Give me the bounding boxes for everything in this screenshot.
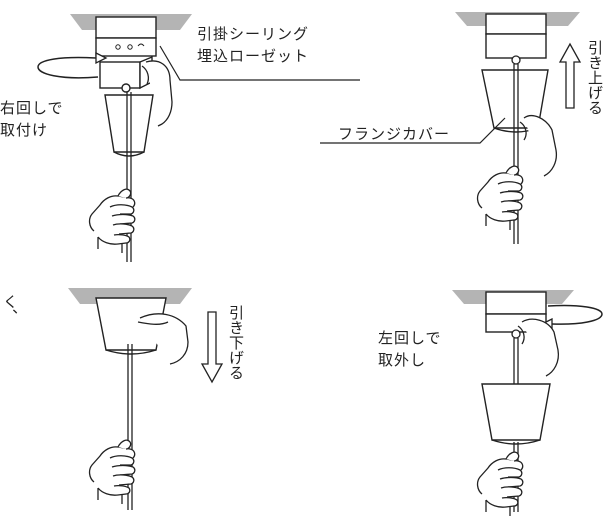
pull-up-label: 引き上げる [586,40,604,115]
panel-install-rosette [37,14,360,262]
upper-hand-icon [141,60,173,127]
ceiling-rosette-icon [485,291,547,339]
pull-down-label: 引き下げる [227,305,245,380]
panel-remove-rosette [452,290,603,516]
flange-cover-icon [481,383,551,445]
panel-raise-cover [320,12,582,244]
flange-cover-icon [95,297,167,355]
hand-icon [88,188,136,254]
rotate-arrow-icon [37,51,108,79]
flange-cover-icon [104,94,154,157]
rosette-leader-line [159,45,360,81]
edge-fragment-text: く、 [1,294,19,324]
hand-icon [476,451,524,516]
turn-right-label-line1: 右回しで [0,99,64,117]
rosette-label-line2: 埋込ローゼット [197,47,310,65]
pendant-cord-icon [127,344,133,510]
up-arrow-icon [558,42,582,109]
panel-lower-cover [68,288,224,510]
upper-hand-icon [137,313,189,365]
rosette-label-line1: 引掛シーリング [197,25,310,43]
rotate-arrow-icon [540,304,603,331]
hand-icon [476,165,524,231]
plug-body [99,55,153,93]
down-arrow-icon [200,311,224,384]
upper-hand-icon [519,115,558,177]
flange-cover-label: フランジカバー [338,125,451,143]
flange-leader-line [320,117,506,144]
ceiling-rosette-icon [95,16,157,57]
ceiling-rosette-icon [485,13,547,65]
turn-left-label-line2: 取外し [378,351,427,369]
turn-left-label-line1: 左回しで [378,329,442,347]
upper-hand-icon [517,318,560,377]
turn-right-label-line2: 取付け [0,121,49,139]
